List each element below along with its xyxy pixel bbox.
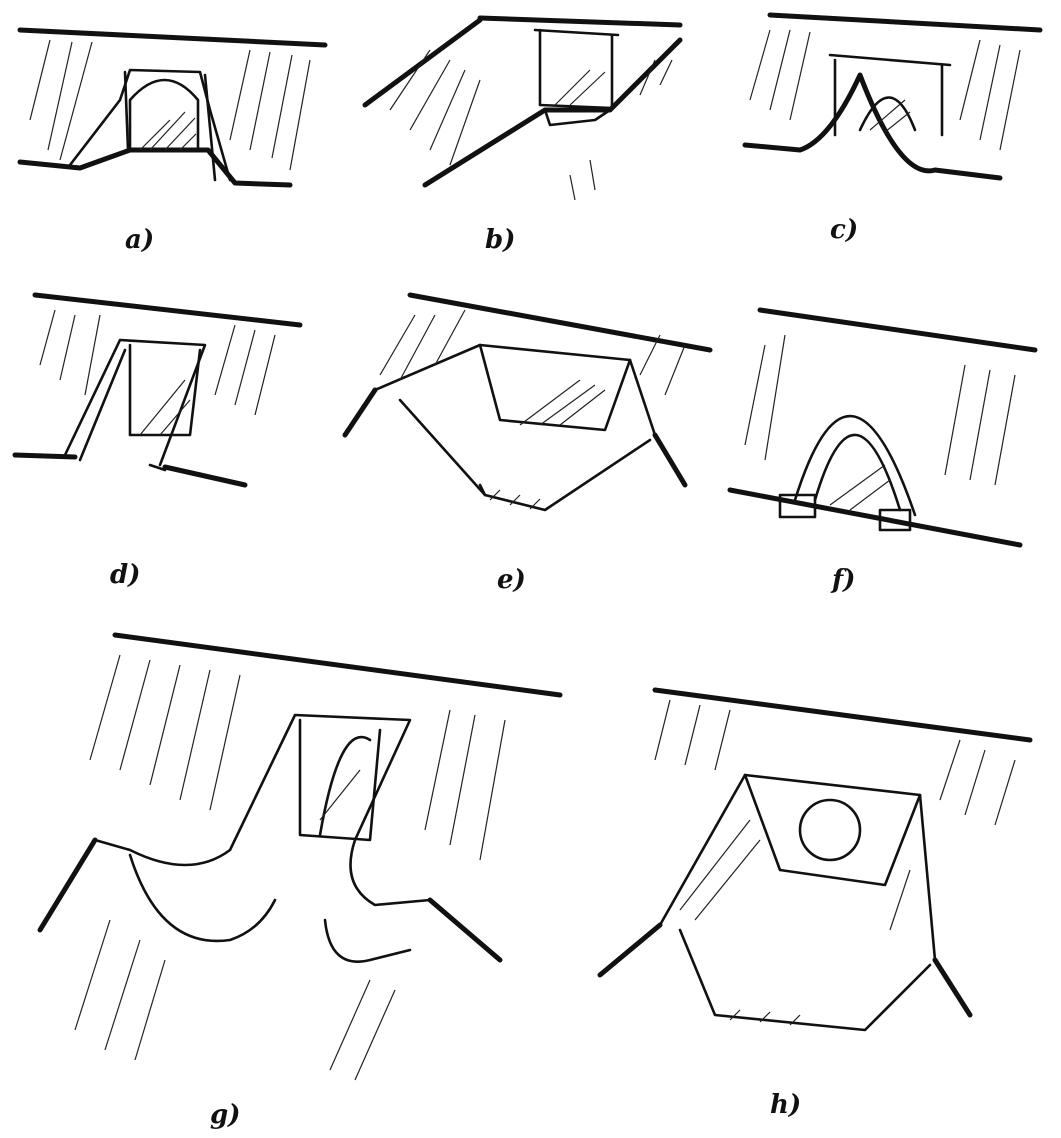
panel-h-drawing <box>597 687 1033 1032</box>
panel-a-label: a) <box>125 225 155 255</box>
panel-f-arch-culvert: f) <box>720 285 1061 595</box>
panel-c-label: c) <box>830 215 859 245</box>
panel-e-drawing <box>342 292 713 512</box>
panel-b-label: b) <box>485 225 516 255</box>
panel-c-hatching <box>749 29 1021 151</box>
panel-a-hatching <box>29 39 311 171</box>
panel-f-hatching <box>744 334 1016 511</box>
panel-b-flared-wingwalls: b) <box>350 0 700 280</box>
panel-d-drawing <box>12 292 303 488</box>
panel-b-hatching <box>389 49 673 201</box>
panel-d-box-headwall: d) <box>0 285 340 595</box>
panel-b-drawing <box>362 15 683 201</box>
panel-h-pipe-with-trapezoidal-lining: h) <box>590 670 1061 1138</box>
panel-e-hatching <box>379 309 686 510</box>
panel-g-drawing <box>37 632 563 1081</box>
panel-c-drawing <box>742 12 1043 181</box>
panel-a-headwall-arch: a) <box>0 0 340 280</box>
panel-a-drawing <box>17 27 328 188</box>
panel-h-hatching <box>654 699 1016 1026</box>
panel-f-label: f) <box>832 565 856 595</box>
panel-d-hatching <box>39 309 276 436</box>
panel-e-trapezoidal-lining: e) <box>340 285 720 595</box>
panel-g-hatching <box>74 654 506 1081</box>
panel-g-curved-wingwalls: g) <box>30 620 590 1138</box>
panel-g-label: g) <box>210 1100 241 1130</box>
panel-h-label: h) <box>770 1090 802 1120</box>
panel-e-label: e) <box>497 565 526 595</box>
panel-d-label: d) <box>110 560 141 590</box>
panel-f-drawing <box>727 307 1038 548</box>
panel-c-arch-with-slopes: c) <box>710 0 1061 280</box>
